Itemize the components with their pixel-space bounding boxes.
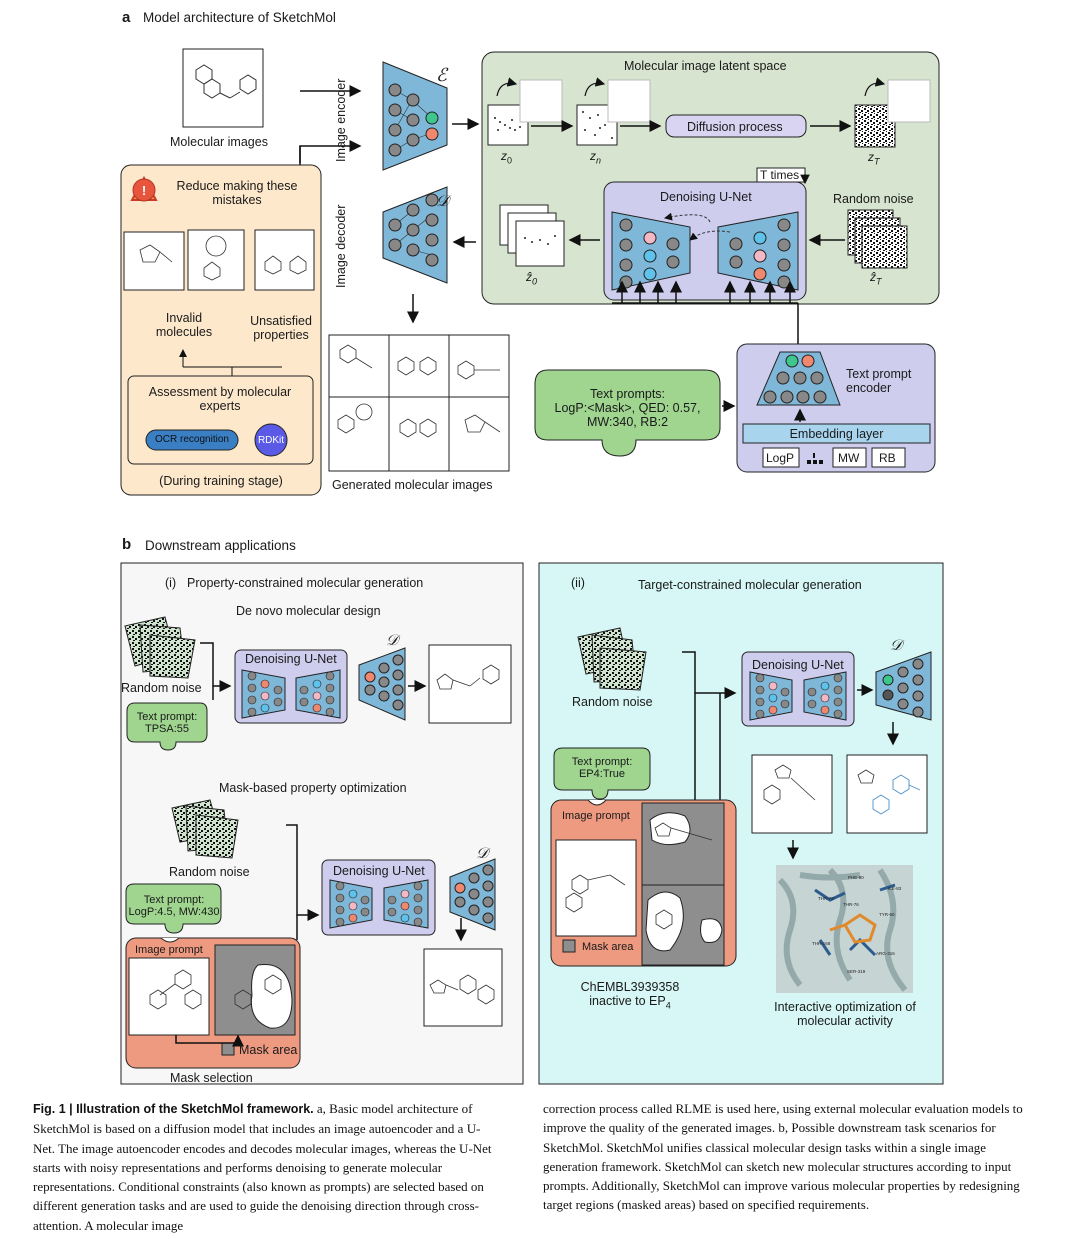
generated-images-label: Generated molecular images [332, 478, 493, 492]
residue-ile83: ILE-83 [888, 886, 902, 891]
unet-network-left [611, 211, 691, 291]
panel-a-title: Model architecture of SketchMol [143, 10, 336, 25]
caption-right: correction process called RLME is used h… [543, 1099, 1033, 1215]
residue-arg316: ARG-316 [876, 951, 895, 956]
b-right-unet-title: Denoising U-Net [752, 658, 844, 672]
residue-thr76: THR-76 [843, 902, 859, 907]
image-encoder-network [382, 61, 448, 171]
b-left-decoder-symbol: 𝒟 [386, 633, 398, 649]
b-left-title: Property-constrained molecular generatio… [187, 576, 424, 590]
b-left-text-prompt-2: Text prompt:LogP:4.5, MW:430 [128, 894, 220, 918]
token-mw: MW [838, 451, 860, 465]
z0-hat-label: ẑ0 [526, 270, 538, 287]
training-stage-label: (During training stage) [159, 474, 283, 488]
b-left-unet2-title: Denoising U-Net [333, 864, 425, 878]
embedding-layer-label: Embedding layer [789, 427, 884, 441]
b-right-mask-area: Mask area [582, 941, 634, 953]
panel-b-graphics [120, 562, 944, 1085]
invalid-molecules-label: Invalid molecules [155, 311, 213, 339]
residue-ser319: SER-319 [847, 969, 866, 974]
caption-left-text: a, Basic model architecture of SketchMol… [33, 1101, 492, 1233]
caption-left: Fig. 1 | Illustration of the SketchMol f… [33, 1099, 501, 1235]
text-encoder-label: Text prompt encoder [846, 367, 912, 395]
decoder-symbol: 𝒟 [436, 193, 449, 210]
b-right-title: Target-constrained molecular generation [638, 578, 862, 592]
panel-b-letter: b [122, 536, 132, 553]
b-right-text-prompt: Text prompt:EP4:True [571, 756, 633, 780]
b-left-random-noise: Random noise [121, 681, 202, 695]
residue-thr79: THR-79 [818, 896, 834, 901]
panel-b-title: Downstream applications [145, 538, 296, 553]
residue-phe80: PHE-80 [848, 875, 864, 880]
molecular-images-label: Molecular images [170, 135, 268, 149]
input-molecule-image [182, 48, 264, 128]
interactive-label: Interactive optimization of molecular ac… [774, 1000, 916, 1028]
b-left-text-prompt: Text prompt:TPSA:55 [136, 711, 198, 735]
panel-a-letter: a [122, 9, 131, 26]
zn-label: zn [590, 149, 602, 166]
unet-title: Denoising U-Net [660, 190, 752, 204]
residue-tyr60: TYR-60 [879, 912, 895, 917]
b-left-decoder-symbol-2: 𝒟 [476, 846, 488, 862]
unsatisfied-properties-label: Unsatisfied properties [250, 314, 312, 342]
panel-a-graphics: ! [120, 48, 940, 496]
b-left-index: (i) [165, 576, 177, 590]
b-left-random-noise-2: Random noise [169, 865, 250, 879]
caption-right-text: correction process called RLME is used h… [543, 1101, 1023, 1213]
text-prompt-bubble [534, 369, 721, 457]
denovo-label: De novo molecular design [236, 604, 381, 618]
ocr-badge: OCR recognition [155, 434, 229, 445]
b-right-index: (ii) [571, 576, 585, 590]
diffusion-process-label: Diffusion process [687, 120, 783, 134]
b-left-mask-area: Mask area [239, 1043, 298, 1057]
mask-selection-label: Mask selection [170, 1071, 253, 1085]
warning-text: Reduce making these mistakes [176, 179, 298, 207]
token-logp: LogP [766, 451, 795, 465]
latent-space-title: Molecular image latent space [624, 59, 787, 73]
svg-text:!: ! [142, 183, 146, 198]
text-prompts-body: LogP:<Mask>, QED: 0.57, MW:340, RB:2 [554, 401, 701, 429]
mask-opt-label: Mask-based property optimization [219, 781, 407, 795]
encoder-symbol: ℰ [436, 65, 447, 85]
zT-label: zT [868, 150, 880, 167]
b-left-unet-title: Denoising U-Net [245, 652, 337, 666]
random-noise-label: Random noise [833, 192, 914, 206]
token-rb: RB [879, 451, 896, 465]
z0-label: z0 [501, 149, 513, 166]
b-right-decoder-symbol: 𝒟 [890, 638, 902, 654]
unet-network-right [717, 211, 799, 291]
text-prompts-title: Text prompts: [589, 387, 666, 401]
zT-hat-label: ẑT [870, 270, 882, 287]
b-right-random-noise: Random noise [572, 695, 653, 709]
t-times-label: T times [760, 168, 800, 182]
image-decoder-network [382, 186, 448, 284]
image-decoder-label: Image decoder [334, 204, 348, 288]
residue-thr168: THR-168 [812, 941, 831, 946]
caption-label: Fig. 1 | Illustration of the SketchMol f… [33, 1102, 314, 1116]
b-left-image-prompt: Image prompt [135, 944, 203, 956]
b-right-image-prompt: Image prompt [562, 810, 630, 822]
assessment-label: Assessment by molecular experts [148, 385, 292, 413]
image-encoder-label: Image encoder [334, 78, 348, 162]
rdkit-badge: RDKit [257, 435, 285, 446]
